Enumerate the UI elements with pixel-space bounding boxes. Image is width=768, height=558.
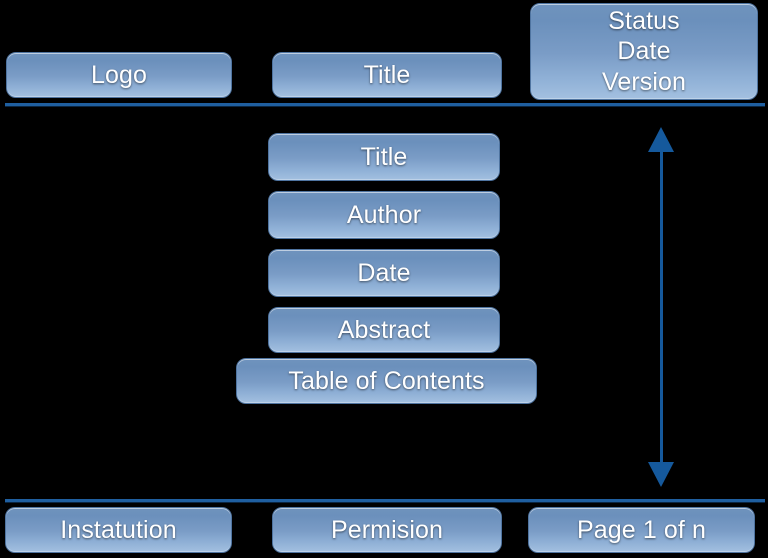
status-line-3: Version: [601, 67, 687, 96]
arrow-down-icon: [648, 462, 674, 487]
footer-institution-label: Instatution: [60, 515, 177, 544]
body-item-table-of-contents[interactable]: Table of Contents: [236, 358, 537, 404]
footer-page-box[interactable]: Page 1 of n: [528, 507, 755, 553]
header-title-label: Title: [363, 60, 411, 89]
footer-divider-rule: [5, 499, 765, 502]
footer-permission-box[interactable]: Permision: [272, 507, 502, 553]
header-divider-rule: [5, 103, 765, 106]
footer-institution-box[interactable]: Instatution: [5, 507, 232, 553]
vertical-extent-arrow-shaft: [660, 148, 663, 468]
footer-permission-label: Permision: [330, 515, 444, 544]
header-logo-label: Logo: [90, 60, 147, 89]
body-item-abstract-label: Abstract: [337, 315, 431, 344]
body-item-title-label: Title: [360, 142, 408, 171]
header-status-box[interactable]: Status Date Version: [530, 3, 758, 100]
status-line-1: Status: [608, 6, 680, 35]
body-item-author-label: Author: [346, 200, 422, 229]
footer-page-label: Page 1 of n: [577, 515, 706, 544]
body-item-date-label: Date: [357, 258, 411, 287]
header-logo-box[interactable]: Logo: [6, 52, 232, 98]
body-item-abstract[interactable]: Abstract: [268, 307, 500, 353]
arrow-up-icon: [648, 127, 674, 152]
header-title-box[interactable]: Title: [272, 52, 502, 98]
header-status-lines: Status Date Version: [531, 6, 757, 98]
body-item-title[interactable]: Title: [268, 133, 500, 181]
status-line-2: Date: [617, 37, 671, 66]
body-item-table-of-contents-label: Table of Contents: [288, 366, 485, 395]
body-item-author[interactable]: Author: [268, 191, 500, 239]
body-item-date[interactable]: Date: [268, 249, 500, 297]
